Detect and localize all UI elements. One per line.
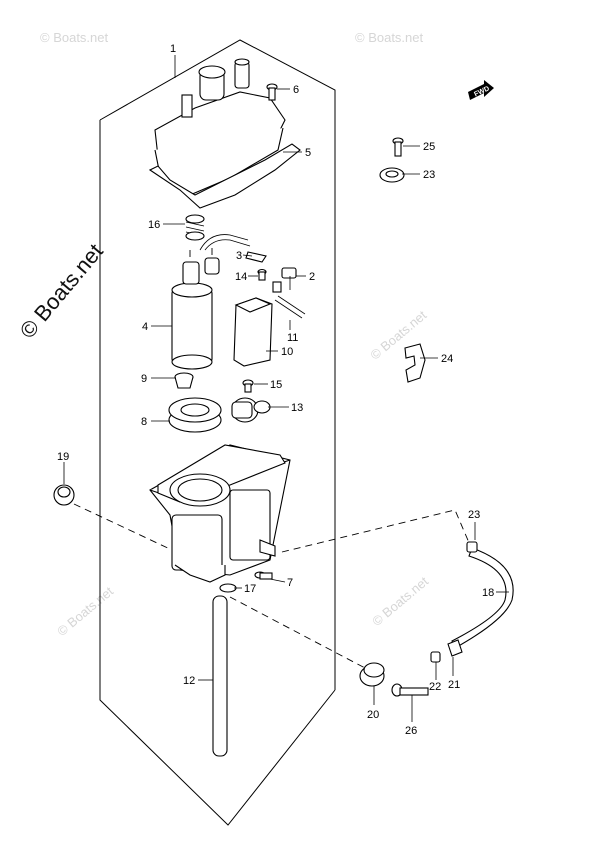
grommet-20-part (359, 662, 385, 687)
washer-part (219, 583, 237, 593)
part-number-label: 26 (405, 725, 417, 737)
part-number-label: 6 (293, 84, 299, 96)
leader-lines (63, 88, 509, 722)
part-number-label: 14 (235, 271, 247, 283)
part-number-label: 12 (183, 675, 195, 687)
part-number-label: 21 (448, 679, 460, 691)
screw-15-part (242, 379, 254, 393)
clip-part (245, 251, 267, 263)
part-number-label: 17 (244, 583, 256, 595)
assembly-frame (99, 39, 336, 826)
part-number-label: 1 (170, 43, 176, 55)
part-number-label: 23 (468, 509, 480, 521)
part-number-label: 24 (441, 353, 453, 365)
watermark: © Boats.net (40, 30, 109, 45)
fitting-part (447, 639, 463, 657)
fuel-hose-part (451, 547, 514, 649)
part-labels: 1 2 3 4 5 6 7 8 9 10 11 12 13 14 15 16 1… (57, 43, 494, 737)
clip-23-part (466, 541, 478, 553)
spring-part (185, 214, 205, 241)
watermark: © Boats.net (355, 30, 424, 45)
screw-6-part (266, 83, 278, 101)
part-number-label: 7 (287, 577, 293, 589)
pump-bracket-part (168, 397, 222, 433)
drain-hose-part (212, 595, 228, 757)
watermark: © Boats.net (54, 583, 116, 639)
part-number-label: 5 (305, 147, 311, 159)
part-number-label: 16 (148, 219, 160, 231)
bolt-26-part (391, 683, 429, 697)
separator-body-part (149, 444, 291, 583)
assembly-dashed-lines (73, 248, 471, 669)
part-number-label: 13 (291, 402, 303, 414)
fwd-arrow-icon: FWD (468, 80, 494, 100)
part-number-label: 9 (141, 373, 147, 385)
part-number-label: 8 (141, 416, 147, 428)
hose-clamp-23-part (379, 167, 405, 183)
wire-part (274, 295, 306, 319)
clamp-24-part (404, 343, 426, 383)
part-number-label: 23 (423, 169, 435, 181)
watermark: © Boats.net (369, 573, 431, 629)
screw-14-part (257, 268, 267, 281)
part-number-label: 2 (309, 271, 315, 283)
part-number-label: 19 (57, 451, 69, 463)
part-number-label: 20 (367, 709, 379, 721)
regulator-part (231, 397, 271, 423)
part-number-label: 11 (287, 332, 298, 344)
part-number-label: 4 (142, 321, 148, 333)
clip-22-part (430, 651, 441, 663)
part-number-label: 22 (429, 681, 441, 693)
terminal-part (272, 267, 297, 293)
fuel-pump-part (171, 234, 251, 370)
watermark-logo: © Boats.net (15, 239, 108, 343)
filter-pad-part (233, 297, 273, 367)
part-number-label: 10 (281, 346, 293, 358)
part-number-label: 18 (482, 587, 494, 599)
screw-7-part (254, 571, 273, 580)
grommet-19-part (53, 484, 75, 506)
top-cover-part (148, 58, 301, 209)
part-number-label: 25 (423, 141, 435, 153)
screw-25-part (392, 137, 404, 157)
part-number-label: 3 (236, 250, 242, 262)
screen-part (174, 372, 194, 389)
fwd-label: FWD (473, 85, 490, 98)
part-number-label: 15 (270, 379, 282, 391)
